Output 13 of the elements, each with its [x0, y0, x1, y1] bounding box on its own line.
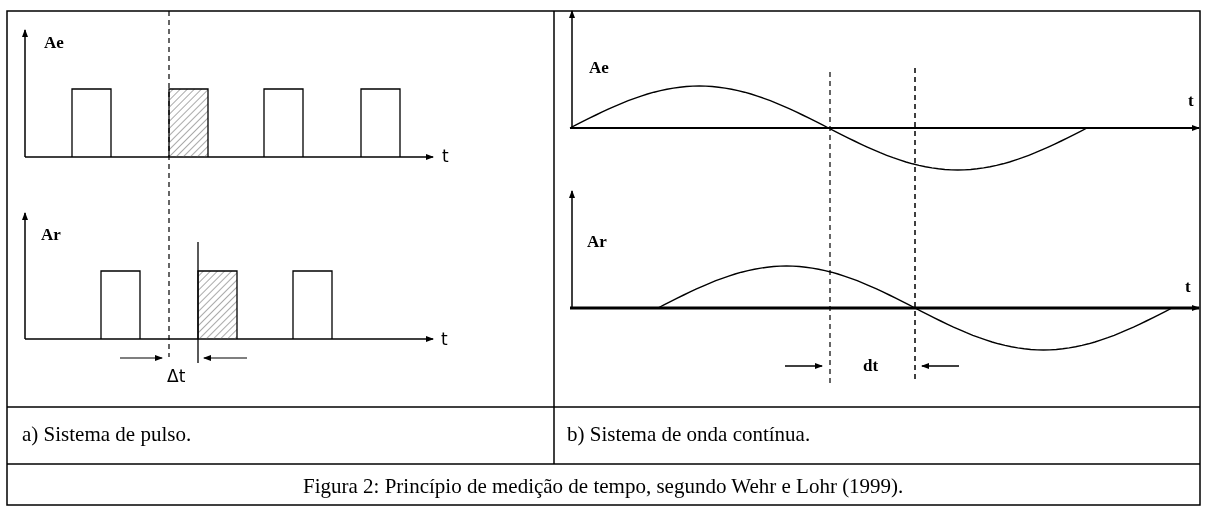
axis-label: t	[1188, 92, 1194, 109]
dimension-label: dt	[863, 357, 879, 374]
axis-label: t	[441, 331, 448, 348]
axis-label: Ae	[589, 59, 609, 76]
dimension-label: Δt	[167, 368, 186, 385]
figure-caption: Figura 2: Princípio de medição de tempo, segundo Wehr e Lohr (1999).	[303, 476, 904, 497]
axis-label: t	[442, 148, 449, 165]
axis-label: Ar	[41, 226, 61, 243]
panel-caption: a) Sistema de pulso.	[22, 424, 192, 445]
axis-label: t	[1185, 278, 1191, 295]
panel-caption: b) Sistema de onda contínua.	[567, 424, 811, 445]
axis-label: Ar	[587, 233, 607, 250]
axis-label: Ae	[44, 34, 64, 51]
